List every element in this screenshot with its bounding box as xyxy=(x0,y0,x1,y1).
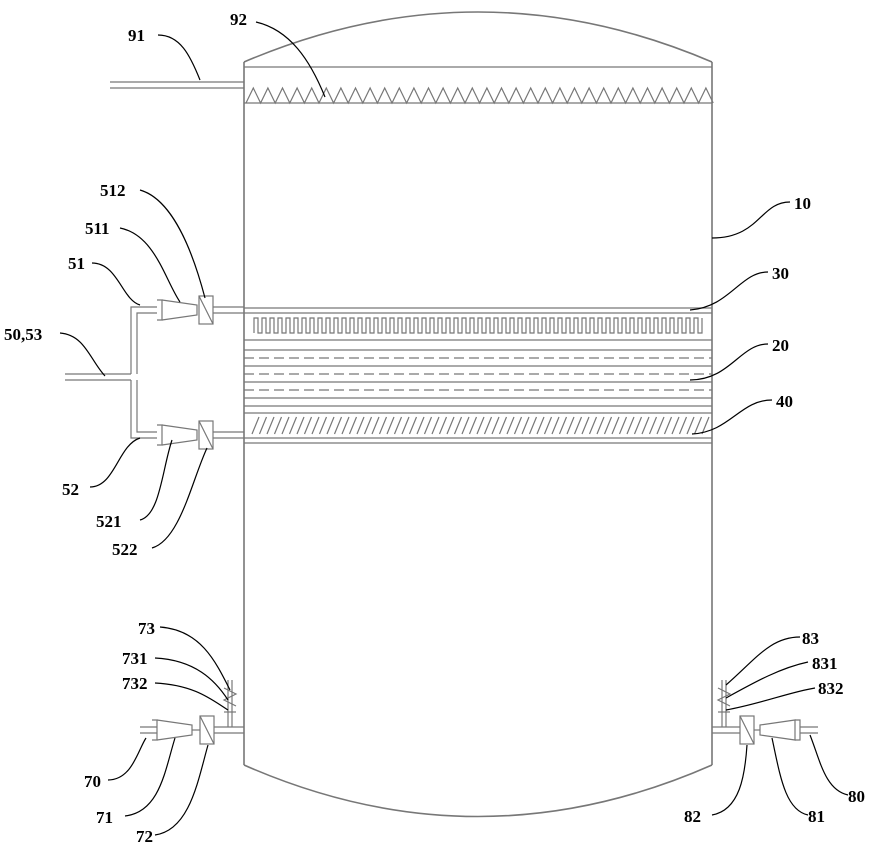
top-outlet-pipe xyxy=(110,81,244,89)
bottom-left-inlet xyxy=(140,680,244,745)
left-manifold xyxy=(65,295,244,450)
upper-layer xyxy=(244,307,712,341)
label-91: 91 xyxy=(128,26,145,45)
middle-layer xyxy=(244,349,712,407)
label-10: 10 xyxy=(794,194,811,213)
label-72: 72 xyxy=(136,827,153,846)
label-81: 81 xyxy=(808,807,825,826)
label-731: 731 xyxy=(122,649,148,668)
label-511: 511 xyxy=(85,219,110,238)
label-51: 51 xyxy=(68,254,85,273)
label-92: 92 xyxy=(230,10,247,29)
label-40: 40 xyxy=(776,392,793,411)
label-70: 70 xyxy=(84,772,101,791)
label-832: 832 xyxy=(818,679,844,698)
label-82: 82 xyxy=(684,807,701,826)
labels: 91 92 10 30 20 40 512 511 51 50,53 52 52… xyxy=(4,10,865,846)
label-50-53: 50,53 xyxy=(4,325,42,344)
label-52: 52 xyxy=(62,480,79,499)
leader-lines xyxy=(59,21,849,836)
label-73: 73 xyxy=(138,619,155,638)
label-831: 831 xyxy=(812,654,838,673)
label-522: 522 xyxy=(112,540,138,559)
vessel xyxy=(243,11,713,818)
demister xyxy=(244,66,714,105)
label-83: 83 xyxy=(802,629,819,648)
lower-layer xyxy=(244,412,712,444)
label-732: 732 xyxy=(122,674,148,693)
label-71: 71 xyxy=(96,808,113,827)
bottom-right-outlet xyxy=(712,680,818,745)
label-80: 80 xyxy=(848,787,865,806)
label-30: 30 xyxy=(772,264,789,283)
label-20: 20 xyxy=(772,336,789,355)
label-512: 512 xyxy=(100,181,126,200)
label-521: 521 xyxy=(96,512,122,531)
